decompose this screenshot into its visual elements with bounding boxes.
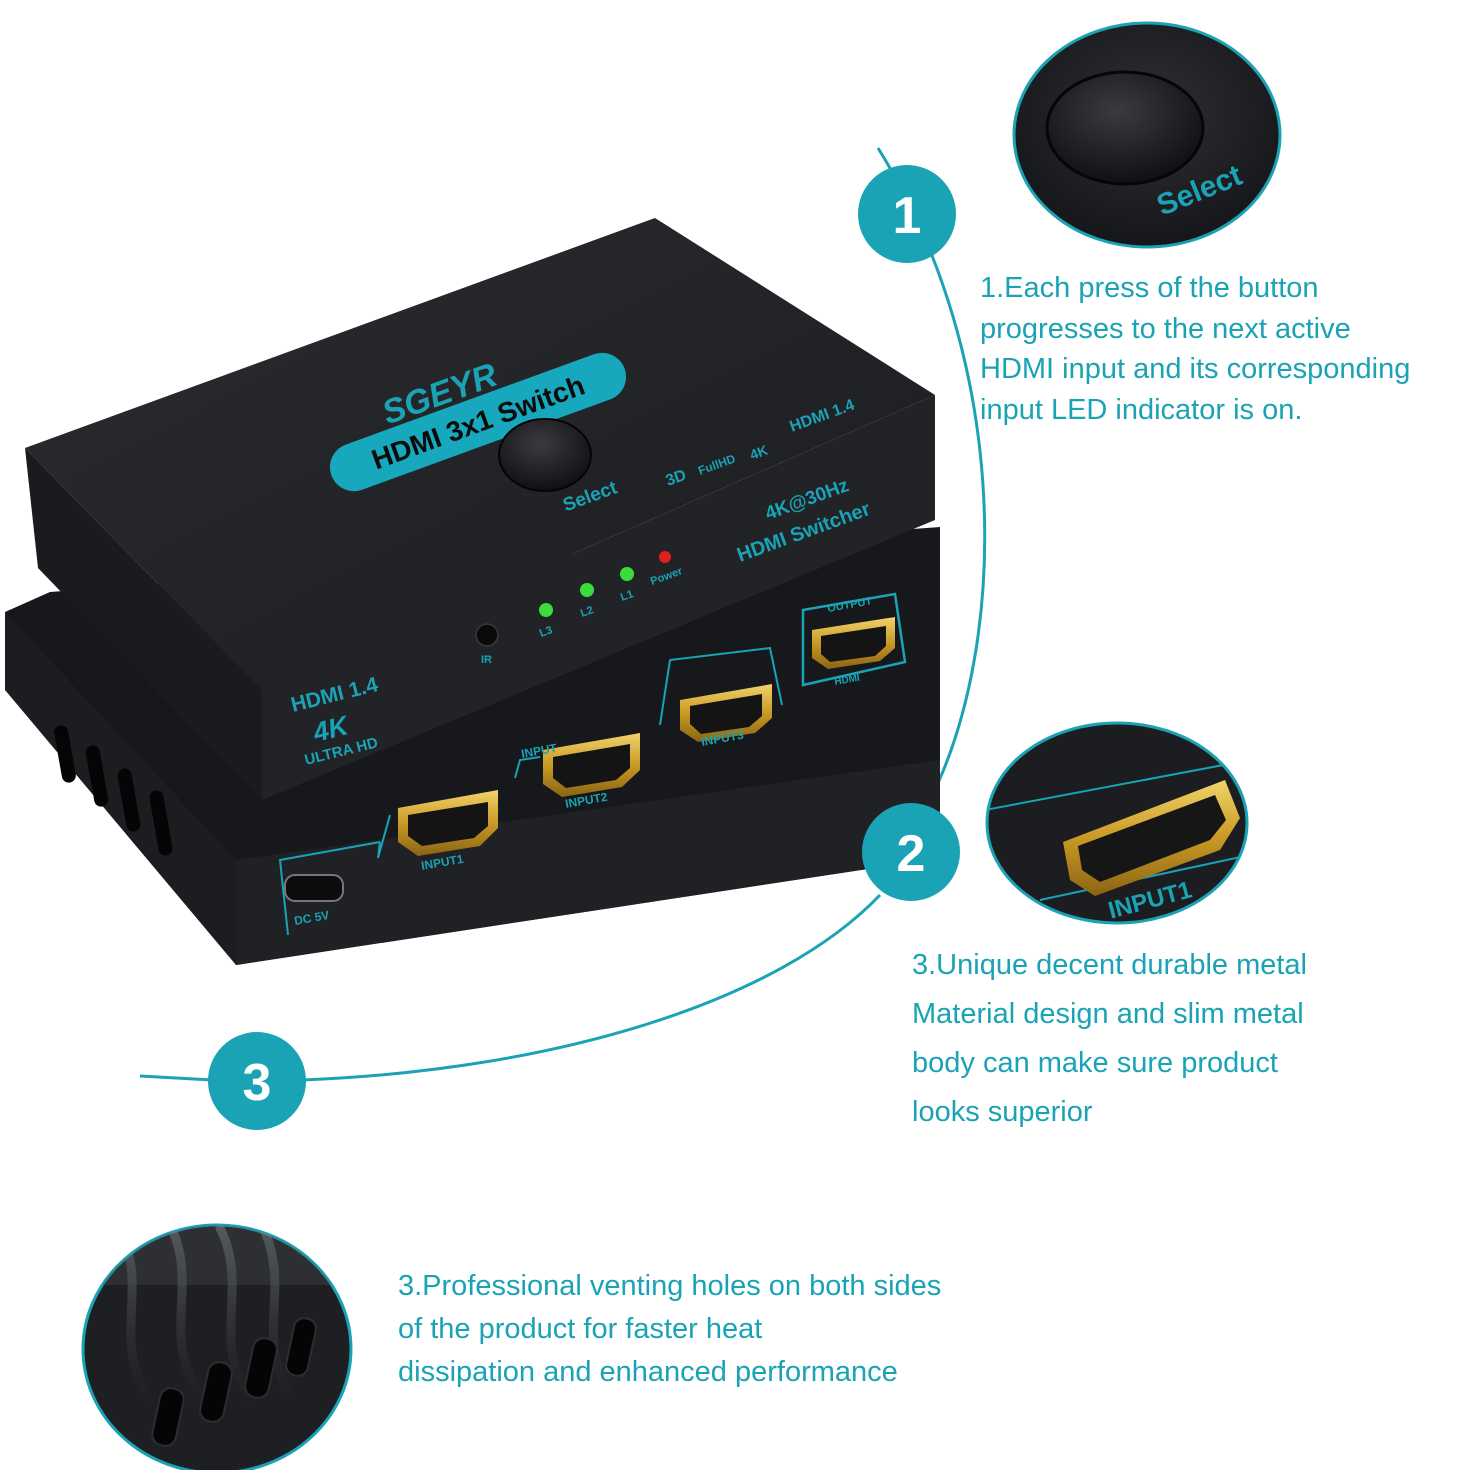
output-port bbox=[812, 617, 895, 669]
svg-text:3: 3 bbox=[243, 1054, 272, 1112]
switch-main-unit: HDMI 3x1 Switch SGEYR Select 3D FullHD 4… bbox=[25, 218, 935, 800]
led-l3-label: L3 bbox=[538, 624, 554, 640]
led-l2 bbox=[580, 583, 594, 597]
port-label-input-group: INPUT bbox=[520, 741, 559, 761]
callout-button-text: 1.Each press of the button progresses to… bbox=[980, 268, 1410, 430]
callout-2-line: body can make sure product bbox=[912, 1047, 1278, 1079]
callout-1-line: progresses to the next active bbox=[980, 312, 1351, 345]
port-label-output: HDMI bbox=[834, 673, 861, 688]
ir-sensor bbox=[475, 623, 499, 647]
callout-1-line: input LED indicator is on. bbox=[980, 393, 1303, 426]
led-l3 bbox=[539, 603, 553, 617]
model-label-pill bbox=[329, 352, 627, 492]
callout-3-line: dissipation and enhanced performance bbox=[398, 1356, 898, 1388]
ir-label: IR bbox=[481, 654, 492, 666]
callout-metal-text: 3.Unique decent durable metal Material d… bbox=[912, 941, 1307, 1137]
logo-4k: 4K bbox=[748, 442, 770, 463]
connector-line-3 bbox=[139, 1074, 213, 1082]
led-l1 bbox=[620, 567, 634, 581]
select-button bbox=[498, 418, 592, 492]
callout-3-line: 3.Professional venting holes on both sid… bbox=[398, 1270, 942, 1302]
input2-port bbox=[543, 733, 640, 797]
led-power bbox=[659, 551, 671, 563]
zoom-select-button: Select bbox=[1012, 21, 1282, 249]
callout-1-line: HDMI input and its corresponding bbox=[980, 353, 1411, 385]
callout-1-line: 1.Each press of the button bbox=[980, 272, 1319, 304]
badge-3: 3 bbox=[208, 1032, 306, 1130]
badge-1: 1 bbox=[858, 165, 956, 263]
callout-venting-text: 3.Professional venting holes on both sid… bbox=[398, 1265, 941, 1394]
port-label-power: DC 5V bbox=[293, 908, 330, 928]
zoom-input-port: INPUT1 bbox=[985, 721, 1249, 925]
connector-line-2 bbox=[301, 893, 882, 1082]
logo-3d: 3D bbox=[664, 467, 689, 490]
callout-2-line: 3.Unique decent durable metal bbox=[912, 949, 1307, 981]
callout-3-line: of the product for faster heat bbox=[398, 1313, 763, 1345]
callout-2-line: Material design and slim metal bbox=[912, 998, 1304, 1030]
dc-power-port bbox=[284, 874, 344, 902]
svg-text:2: 2 bbox=[897, 825, 926, 883]
input1-port bbox=[398, 790, 498, 856]
vent-slots-side bbox=[54, 725, 173, 856]
input3-port bbox=[680, 684, 772, 742]
callout-2-line: looks superior bbox=[912, 1096, 1093, 1128]
svg-text:1: 1 bbox=[893, 187, 922, 245]
led-l1-label: L1 bbox=[619, 588, 635, 604]
badge-2: 2 bbox=[862, 803, 960, 901]
led-l2-label: L2 bbox=[579, 604, 595, 620]
zoom-vent-holes bbox=[81, 1223, 353, 1470]
